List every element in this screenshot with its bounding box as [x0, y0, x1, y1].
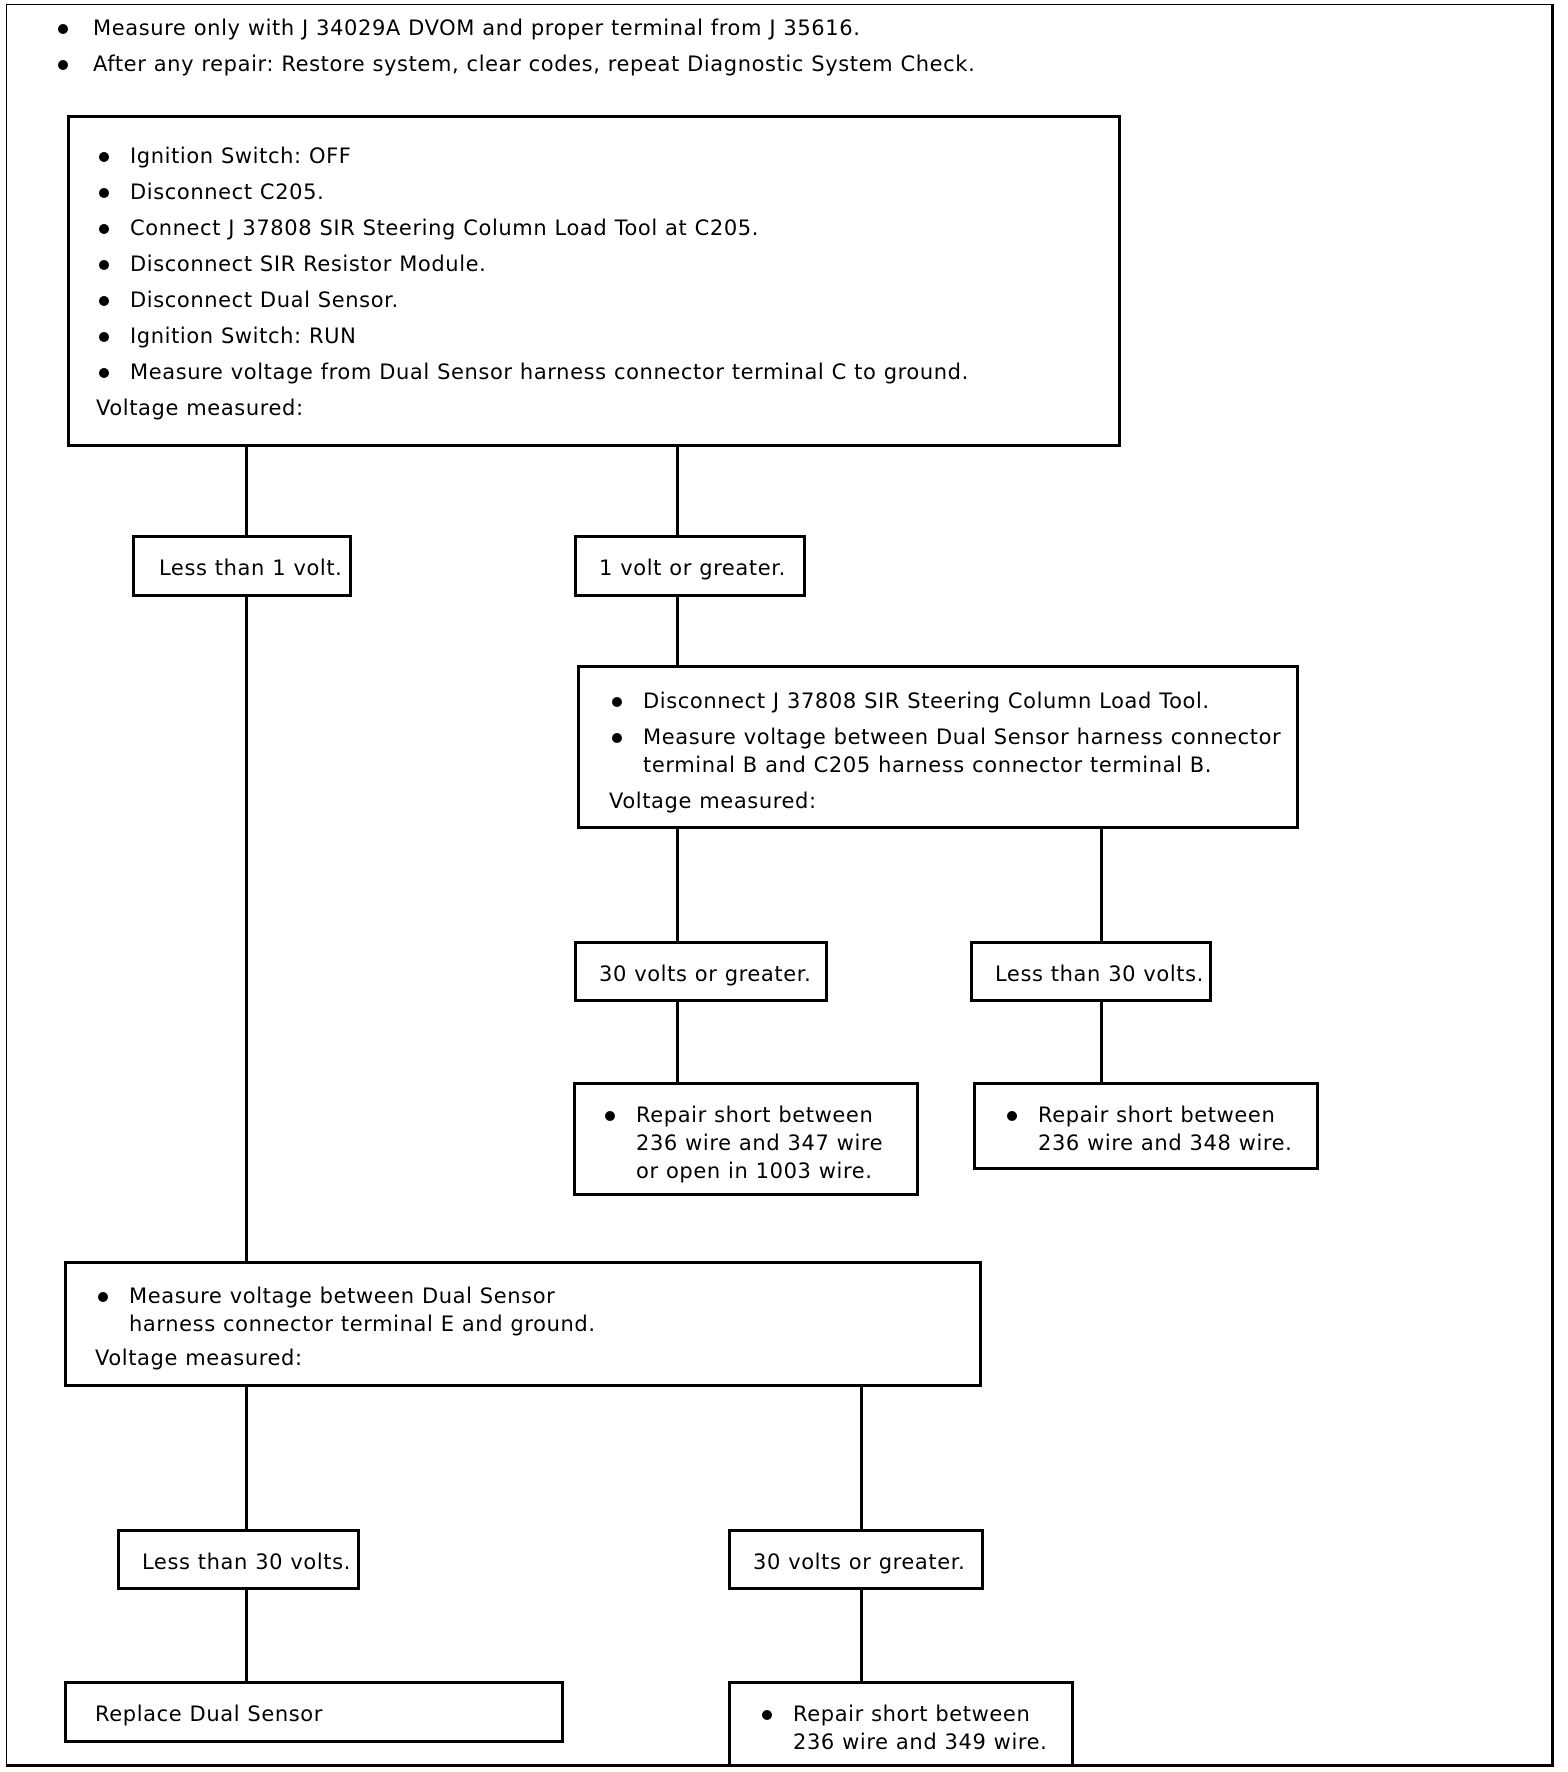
step2-item-line: Measure voltage between Dual Sensor harn… — [643, 725, 1282, 749]
step3-box: Measure voltage between Dual Sensor harn… — [64, 1261, 982, 1387]
connector-line — [676, 596, 679, 666]
step3-footer: Voltage measured: — [95, 1346, 303, 1370]
connector-line — [245, 596, 248, 1262]
branch-30-volts-or-greater: 30 volts or greater. — [574, 941, 828, 1002]
result-list: Repair short between 236 wire and 347 wi… — [602, 1101, 916, 1185]
branch-less-than-30-volts-e: Less than 30 volts. — [117, 1529, 360, 1590]
step1-item: Ignition Switch: RUN — [96, 322, 1118, 350]
step3-line: harness connector terminal E and ground. — [129, 1312, 596, 1336]
step1-item: Connect J 37808 SIR Steering Column Load… — [96, 214, 1118, 242]
branch-label: Less than 30 volts. — [995, 962, 1204, 986]
note-item: Measure only with J 34029A DVOM and prop… — [55, 14, 975, 42]
connector-line — [1100, 828, 1103, 942]
result-item: Repair short between 236 wire and 349 wi… — [759, 1700, 1071, 1756]
connector-line — [676, 1000, 679, 1084]
step2-item: Measure voltage between Dual Sensor harn… — [609, 723, 1296, 779]
branch-less-than-30-volts: Less than 30 volts. — [970, 941, 1212, 1002]
step1-item: Disconnect SIR Resistor Module. — [96, 250, 1118, 278]
result-line: 236 wire and 347 wire — [636, 1131, 884, 1155]
branch-label: 1 volt or greater. — [599, 556, 786, 580]
step1-item: Measure voltage from Dual Sensor harness… — [96, 358, 1118, 386]
step1-item: Ignition Switch: OFF — [96, 142, 1118, 170]
step1-item: Disconnect Dual Sensor. — [96, 286, 1118, 314]
branch-label: 30 volts or greater. — [753, 1550, 966, 1574]
result-repair-348: Repair short between 236 wire and 348 wi… — [973, 1082, 1319, 1170]
result-text: Replace Dual Sensor — [95, 1702, 323, 1726]
step1-box: Ignition Switch: OFF Disconnect C205. Co… — [67, 115, 1121, 447]
connector-line — [676, 446, 679, 536]
branch-label: 30 volts or greater. — [599, 962, 812, 986]
step2-item: Disconnect J 37808 SIR Steering Column L… — [609, 687, 1296, 715]
connector-line — [245, 1384, 248, 1530]
step3-item: Measure voltage between Dual Sensor harn… — [95, 1282, 979, 1338]
result-line: 236 wire and 349 wire. — [793, 1730, 1048, 1754]
connector-line — [245, 1588, 248, 1682]
step1-list: Ignition Switch: OFF Disconnect C205. Co… — [96, 142, 1118, 386]
branch-label: Less than 30 volts. — [142, 1550, 351, 1574]
result-line: or open in 1003 wire. — [636, 1159, 873, 1183]
result-list: Repair short between 236 wire and 349 wi… — [759, 1700, 1071, 1756]
branch-1-volt-or-greater: 1 volt or greater. — [574, 535, 806, 597]
result-line: Repair short between — [636, 1103, 874, 1127]
step2-box: Disconnect J 37808 SIR Steering Column L… — [577, 665, 1299, 829]
note-item: After any repair: Restore system, clear … — [55, 50, 975, 78]
branch-less-than-1-volt: Less than 1 volt. — [132, 535, 352, 597]
result-item: Repair short between 236 wire and 347 wi… — [602, 1101, 916, 1185]
result-replace-dual-sensor: Replace Dual Sensor — [64, 1681, 564, 1743]
result-line: Repair short between — [793, 1702, 1031, 1726]
result-line: Repair short between — [1038, 1103, 1276, 1127]
step3-line: Measure voltage between Dual Sensor — [129, 1284, 556, 1308]
branch-30-volts-or-greater-e: 30 volts or greater. — [728, 1529, 984, 1590]
result-repair-349: Repair short between 236 wire and 349 wi… — [728, 1681, 1074, 1767]
connector-line — [1100, 1000, 1103, 1084]
result-item: Repair short between 236 wire and 348 wi… — [1004, 1101, 1316, 1157]
result-line: 236 wire and 348 wire. — [1038, 1131, 1293, 1155]
result-list: Repair short between 236 wire and 348 wi… — [1004, 1101, 1316, 1157]
connector-line — [860, 1588, 863, 1682]
step1-footer: Voltage measured: — [96, 396, 304, 420]
connector-line — [245, 446, 248, 536]
step2-footer: Voltage measured: — [609, 789, 817, 813]
step2-item-line: terminal B and C205 harness connector te… — [643, 753, 1213, 777]
step1-item: Disconnect C205. — [96, 178, 1118, 206]
branch-label: Less than 1 volt. — [159, 556, 343, 580]
connector-line — [860, 1384, 863, 1530]
general-notes: Measure only with J 34029A DVOM and prop… — [55, 14, 975, 86]
step3-list: Measure voltage between Dual Sensor harn… — [95, 1282, 979, 1338]
connector-line — [676, 828, 679, 942]
step2-list: Disconnect J 37808 SIR Steering Column L… — [609, 687, 1296, 779]
result-repair-347: Repair short between 236 wire and 347 wi… — [573, 1082, 919, 1196]
